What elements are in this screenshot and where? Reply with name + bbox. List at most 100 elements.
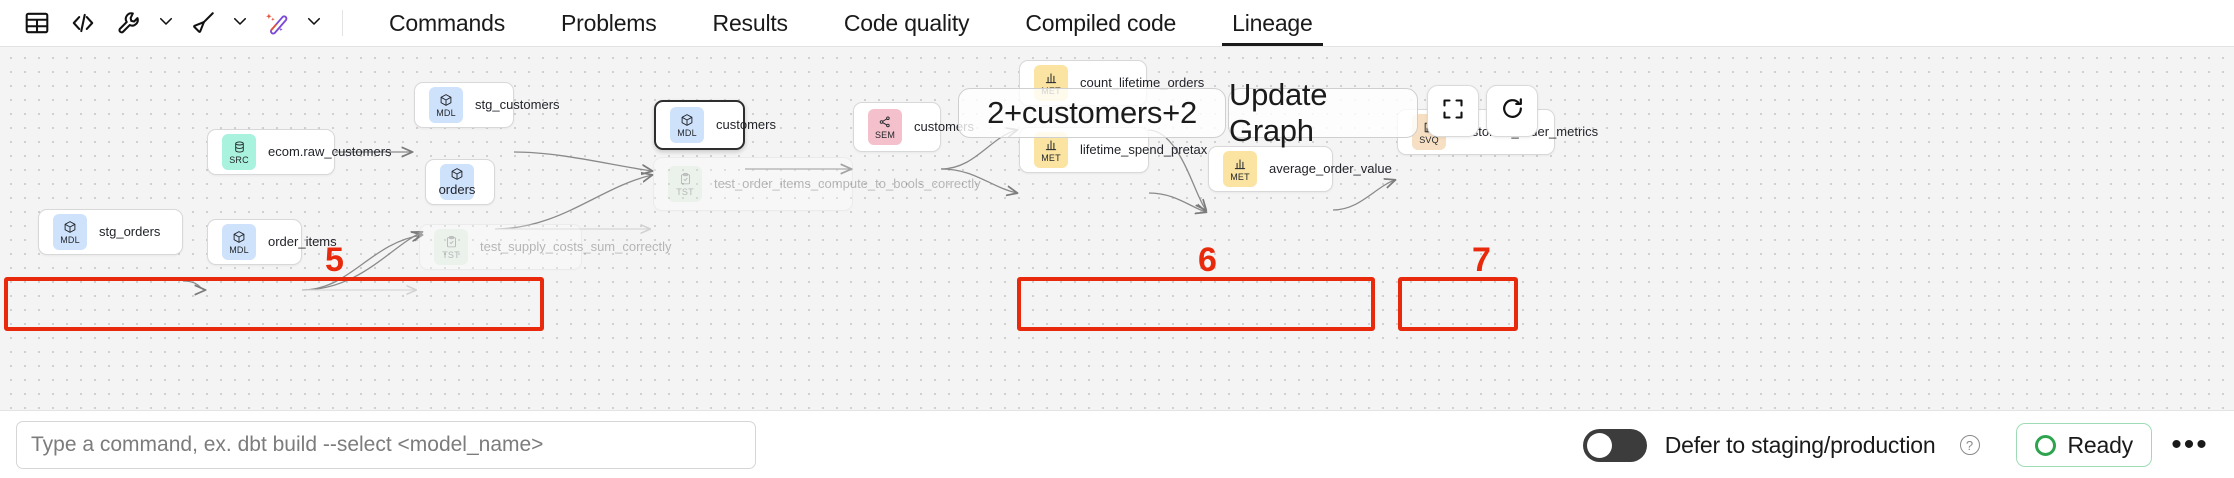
fit-to-screen-button[interactable]	[1427, 85, 1479, 137]
badge-text: SEM	[874, 130, 896, 140]
status-label: Ready	[2067, 431, 2134, 458]
database-icon	[233, 139, 246, 155]
node-label: test_supply_costs_sum_correctly	[480, 239, 672, 254]
node-label: test_order_items_compute_to_bools_correc…	[714, 176, 981, 191]
node-label: lifetime_spend_pretax	[1080, 142, 1208, 157]
graph-node-customers-model[interactable]: MDL customers	[654, 100, 776, 150]
node-label: ecom.raw_customers	[268, 144, 392, 159]
model-badge: MDL	[222, 224, 256, 260]
cube-icon	[680, 112, 694, 128]
table-icon-button[interactable]	[14, 2, 60, 44]
broom-dropdown-button[interactable]	[226, 2, 254, 44]
source-badge: SRC	[222, 134, 256, 170]
help-circle-icon[interactable]: ?	[1959, 435, 1980, 455]
node-label: average_order_value	[1269, 161, 1392, 176]
tab-lineage[interactable]: Lineage	[1204, 0, 1340, 46]
wrench-icon-button[interactable]	[106, 2, 152, 44]
graph-node-ecom-raw-customers[interactable]: SRC ecom.raw_customers	[207, 129, 392, 175]
model-badge: MDL	[53, 214, 87, 250]
badge-text: SRC	[229, 155, 249, 165]
graph-node-average-order-value[interactable]: MET average_order_value	[1208, 146, 1392, 192]
test-badge: TST	[434, 229, 468, 265]
defer-toggle[interactable]	[1582, 428, 1647, 462]
clipboard-check-icon	[445, 234, 458, 250]
graph-node-customers-semantic[interactable]: SEM customers	[853, 102, 974, 152]
graph-node-stg-orders[interactable]: MDL stg_orders	[38, 209, 183, 255]
node-label: count_lifetime_orders	[1080, 75, 1205, 90]
defer-control-group: Defer to staging/production ?	[1582, 428, 1980, 462]
badge-text: TST	[442, 250, 460, 260]
chevron-down-icon	[157, 12, 175, 35]
code-icon-button[interactable]	[60, 2, 106, 44]
bottom-bar-right-group: Defer to staging/production ? Ready •••	[1582, 411, 2216, 478]
top-toolbar: Commands Problems Results Code quality C…	[0, 0, 2234, 47]
metric-badge: MET	[1034, 132, 1068, 168]
metric-badge: MET	[1223, 151, 1257, 187]
magic-wand-icon	[264, 10, 290, 36]
bar-chart-icon	[1233, 156, 1247, 172]
code-icon	[70, 10, 96, 36]
tab-results[interactable]: Results	[712, 9, 788, 36]
node-label: stg_customers	[475, 97, 560, 112]
defer-label: Defer to staging/production	[1664, 431, 1936, 458]
test-badge: TST	[668, 166, 702, 202]
badge-text: MET	[1230, 172, 1250, 182]
update-graph-button[interactable]: Update Graph	[1228, 77, 1418, 148]
cube-icon	[439, 92, 453, 108]
bar-chart-icon	[1044, 70, 1058, 86]
ellipsis-icon: •••	[2171, 428, 2209, 461]
more-options-button[interactable]: •••	[2164, 423, 2216, 467]
bottom-command-bar: Defer to staging/production ? Ready •••	[0, 410, 2234, 478]
toolbar-icon-group	[0, 0, 328, 46]
semantic-badge: SEM	[868, 109, 902, 145]
cube-icon	[232, 229, 246, 245]
wrench-dropdown-button[interactable]	[152, 2, 180, 44]
refresh-icon	[1500, 96, 1525, 126]
tab-problems[interactable]: Problems	[561, 9, 657, 36]
node-label: order_items	[268, 234, 337, 249]
expression-text: 2+customers+2	[987, 95, 1197, 130]
model-badge: orders	[438, 164, 476, 200]
magic-wand-dropdown-button[interactable]	[300, 2, 328, 44]
command-input[interactable]	[16, 420, 756, 469]
cube-icon	[63, 219, 77, 235]
tab-compiled-code[interactable]: Compiled code	[1025, 9, 1177, 36]
toggle-knob	[1586, 432, 1612, 458]
chevron-down-icon	[305, 12, 323, 35]
badge-text: MDL	[60, 235, 80, 245]
table-icon	[24, 10, 50, 36]
model-badge: MDL	[670, 107, 704, 143]
badge-text: TST	[676, 187, 694, 197]
badge-text: MDL	[229, 245, 249, 255]
graph-node-test-supply-costs[interactable]: TST test_supply_costs_sum_correctly	[419, 224, 671, 270]
lineage-graph-canvas[interactable]: MDL stg_orders SRC ecom.raw_customers	[0, 47, 2234, 478]
graph-node-order-items[interactable]: MDL order_items	[207, 219, 337, 265]
badge-text: MET	[1041, 153, 1061, 163]
graph-node-stg-customers[interactable]: MDL stg_customers	[414, 82, 560, 128]
model-badge: MDL	[429, 87, 463, 123]
status-indicator-icon	[2034, 434, 2056, 456]
broom-icon-button[interactable]	[180, 2, 226, 44]
wrench-icon	[116, 10, 142, 36]
expression-overlay-panel[interactable]: 2+customers+2	[958, 88, 1226, 138]
badge-text: MDL	[436, 108, 456, 118]
refresh-graph-button[interactable]	[1486, 85, 1538, 137]
node-label: stg_orders	[99, 224, 161, 239]
graph-node-orders[interactable]: orders	[425, 159, 495, 205]
tab-code-quality[interactable]: Code quality	[843, 9, 970, 36]
broom-icon	[190, 10, 216, 36]
magic-wand-icon-button[interactable]	[254, 2, 300, 44]
tab-commands[interactable]: Commands	[389, 9, 505, 36]
node-label: customers	[716, 117, 776, 132]
graph-node-test-order-items[interactable]: TST test_order_items_compute_to_bools_co…	[653, 157, 981, 211]
panel-tabs: Commands Problems Results Code quality C…	[361, 0, 1341, 46]
node-label: orders	[438, 182, 476, 197]
fit-screen-icon	[1441, 97, 1465, 126]
chevron-down-icon	[231, 12, 249, 35]
badge-text: MDL	[677, 128, 697, 138]
update-graph-label: Update Graph	[1229, 77, 1328, 148]
status-badge[interactable]: Ready	[2015, 423, 2152, 467]
bar-chart-icon	[1044, 137, 1058, 153]
badge-text: SVQ	[1419, 135, 1439, 145]
